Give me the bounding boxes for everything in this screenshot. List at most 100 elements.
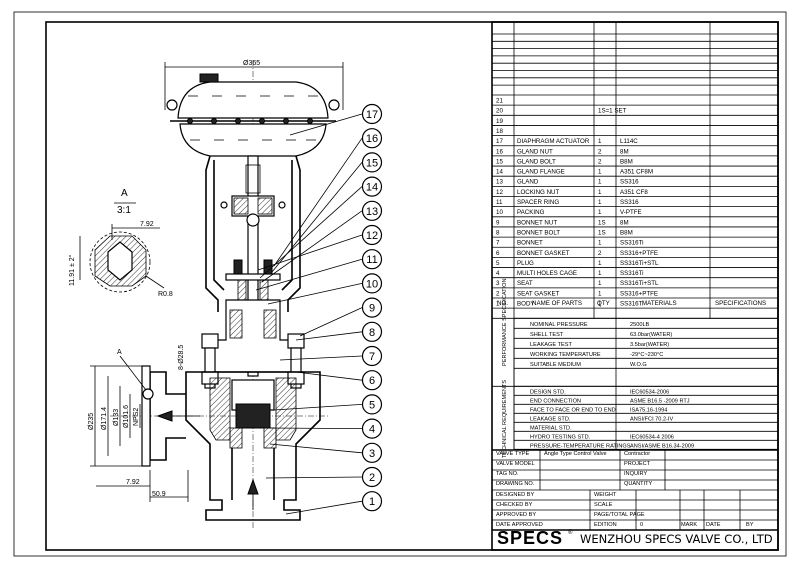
bom-name: BODY xyxy=(517,301,535,308)
technical-key: PRESSURE-TEMPERATURE RATINGS xyxy=(530,443,631,449)
detail-label: A xyxy=(121,188,128,199)
page-label: PAGE/TOTAL PAGE xyxy=(594,512,645,518)
bom-material: B8M xyxy=(620,158,633,165)
bom-qty: 1 xyxy=(598,290,602,297)
performance-key: SHELL TEST xyxy=(530,332,564,338)
bom-name: SPACER RING xyxy=(517,199,559,206)
bom-qty: 2 xyxy=(598,158,602,165)
balloon xyxy=(361,394,383,415)
balloon-number: 12 xyxy=(366,230,378,242)
bom-name: SEAT GASKET xyxy=(517,290,560,297)
balloon-number: 11 xyxy=(366,254,377,266)
balloon-leader xyxy=(261,210,363,283)
bom-no: 14 xyxy=(496,169,503,176)
edition-label: EDITION xyxy=(594,522,617,528)
technical-key: DESIGN STD. xyxy=(530,389,566,395)
bom-no: 13 xyxy=(496,179,503,186)
bom-material: 8M xyxy=(620,219,629,226)
balloon-leader xyxy=(259,186,363,279)
bom-no: 4 xyxy=(496,270,500,277)
balloon-number: 3 xyxy=(369,448,375,460)
bom-name: BONNET xyxy=(517,240,543,247)
outer-border xyxy=(13,11,787,557)
bom-material: SS316+PTFE xyxy=(620,250,658,257)
bom-qty: 1S xyxy=(598,229,606,236)
bom-name: GLAND FLANGE xyxy=(517,169,565,176)
bom-qty: 1 xyxy=(598,199,602,206)
performance-value: 63.0bar(WATER) xyxy=(630,332,672,338)
bom-qty: 1 xyxy=(598,138,602,145)
technical-label: TECHNICAL REQUIREMENTS xyxy=(502,380,508,458)
bom-qty: 1 xyxy=(598,209,602,216)
dim-r08: R0.8 xyxy=(158,291,173,298)
bom-qty: 1 xyxy=(598,179,602,186)
balloon-leader xyxy=(265,476,363,479)
performance-key: NOMINAL PRESSURE xyxy=(530,322,588,328)
performance-key: WORKING TEMPERATURE xyxy=(530,352,601,358)
bom-header-specs: SPECIFICATIONS xyxy=(715,300,766,307)
inquiry-label: INQUIRY xyxy=(624,471,647,477)
bom-name: GLAND BOLT xyxy=(517,158,556,165)
balloon-number: 7 xyxy=(369,351,375,363)
balloon-leader xyxy=(255,258,363,291)
bom-no: 5 xyxy=(496,260,500,267)
technical-value: ISA75.16-1994 xyxy=(630,407,667,413)
balloon-leader xyxy=(295,331,363,341)
bom-qty: 1 xyxy=(598,280,602,287)
balloon-number: 8 xyxy=(369,327,375,339)
bom-material: B8M xyxy=(620,229,633,236)
balloon xyxy=(361,103,383,125)
balloon-number: 17 xyxy=(366,109,378,121)
contractor-label: Contractor xyxy=(624,451,650,457)
balloon xyxy=(361,224,383,246)
bom-header-qty: QTY xyxy=(597,300,610,307)
balloon xyxy=(361,200,383,221)
balloon-number: 16 xyxy=(366,133,378,145)
performance-value: 3.5bar(WATER) xyxy=(630,342,669,348)
bom-name: GLAND NUT xyxy=(517,148,553,155)
bom-name: SEAT xyxy=(517,280,533,287)
technical-key: LEAKAGE STD. xyxy=(530,416,571,422)
designed-by-label: DESIGNED BY xyxy=(496,492,535,498)
top-diameter-dim: Ø365 xyxy=(243,60,260,67)
technical-value: ASME B16.5 -2009 RTJ xyxy=(630,398,690,404)
arrow-label-a: A xyxy=(117,349,122,356)
date-label: DATE xyxy=(706,522,721,528)
bom-no: 17 xyxy=(496,138,503,145)
bom-header-materials: MATERIALS xyxy=(642,300,677,307)
technical-key: END CONNECTION xyxy=(530,398,581,404)
company-logo: SPECS xyxy=(497,528,563,548)
dim-nps2: NPS2 xyxy=(133,408,140,426)
company-name: WENZHOU SPECS VALVE CO., LTD xyxy=(580,532,773,546)
balloon xyxy=(361,273,383,294)
valve-assembly: Ø365 xyxy=(68,60,344,530)
balloon xyxy=(361,466,383,488)
bom-material: V-PTFE xyxy=(620,209,642,216)
bom-material: L114C xyxy=(620,138,638,145)
bom-material: SS316Ti+STL xyxy=(620,280,659,287)
balloon xyxy=(361,491,383,512)
dim-1016: Ø101.6 xyxy=(123,405,130,428)
balloon xyxy=(361,297,383,318)
bom-material: A351 CF8 xyxy=(620,189,648,196)
bom-qty: 1 xyxy=(598,169,602,176)
bom-material: SS316Ti xyxy=(620,270,644,277)
scale-label: SCALE xyxy=(594,502,613,508)
technical-key: FACE TO FACE OR END TO END xyxy=(530,407,616,413)
dim-slope: 11.91 ± 2° xyxy=(68,254,76,286)
valve-model-label: VALVE MODEL xyxy=(496,461,535,467)
tag-no-label: TAG NO. xyxy=(496,471,519,477)
bom-no: 6 xyxy=(496,250,500,257)
performance-key: LEAKAGE TEST xyxy=(530,342,572,348)
technical-value: ANSI/FCI 70.2-IV xyxy=(630,416,673,422)
balloon xyxy=(361,370,383,391)
performance-label: PERFORMANCE SPECIFICATION xyxy=(502,278,508,366)
bom-qty: 1 xyxy=(598,260,602,267)
performance-value: -29°C~230°C xyxy=(630,352,663,358)
balloon-number: 5 xyxy=(369,399,375,411)
bom-qty: 1 xyxy=(598,240,602,247)
balloon xyxy=(361,418,383,439)
bom-no: 16 xyxy=(496,148,503,155)
dim-235: Ø235 xyxy=(88,413,95,430)
